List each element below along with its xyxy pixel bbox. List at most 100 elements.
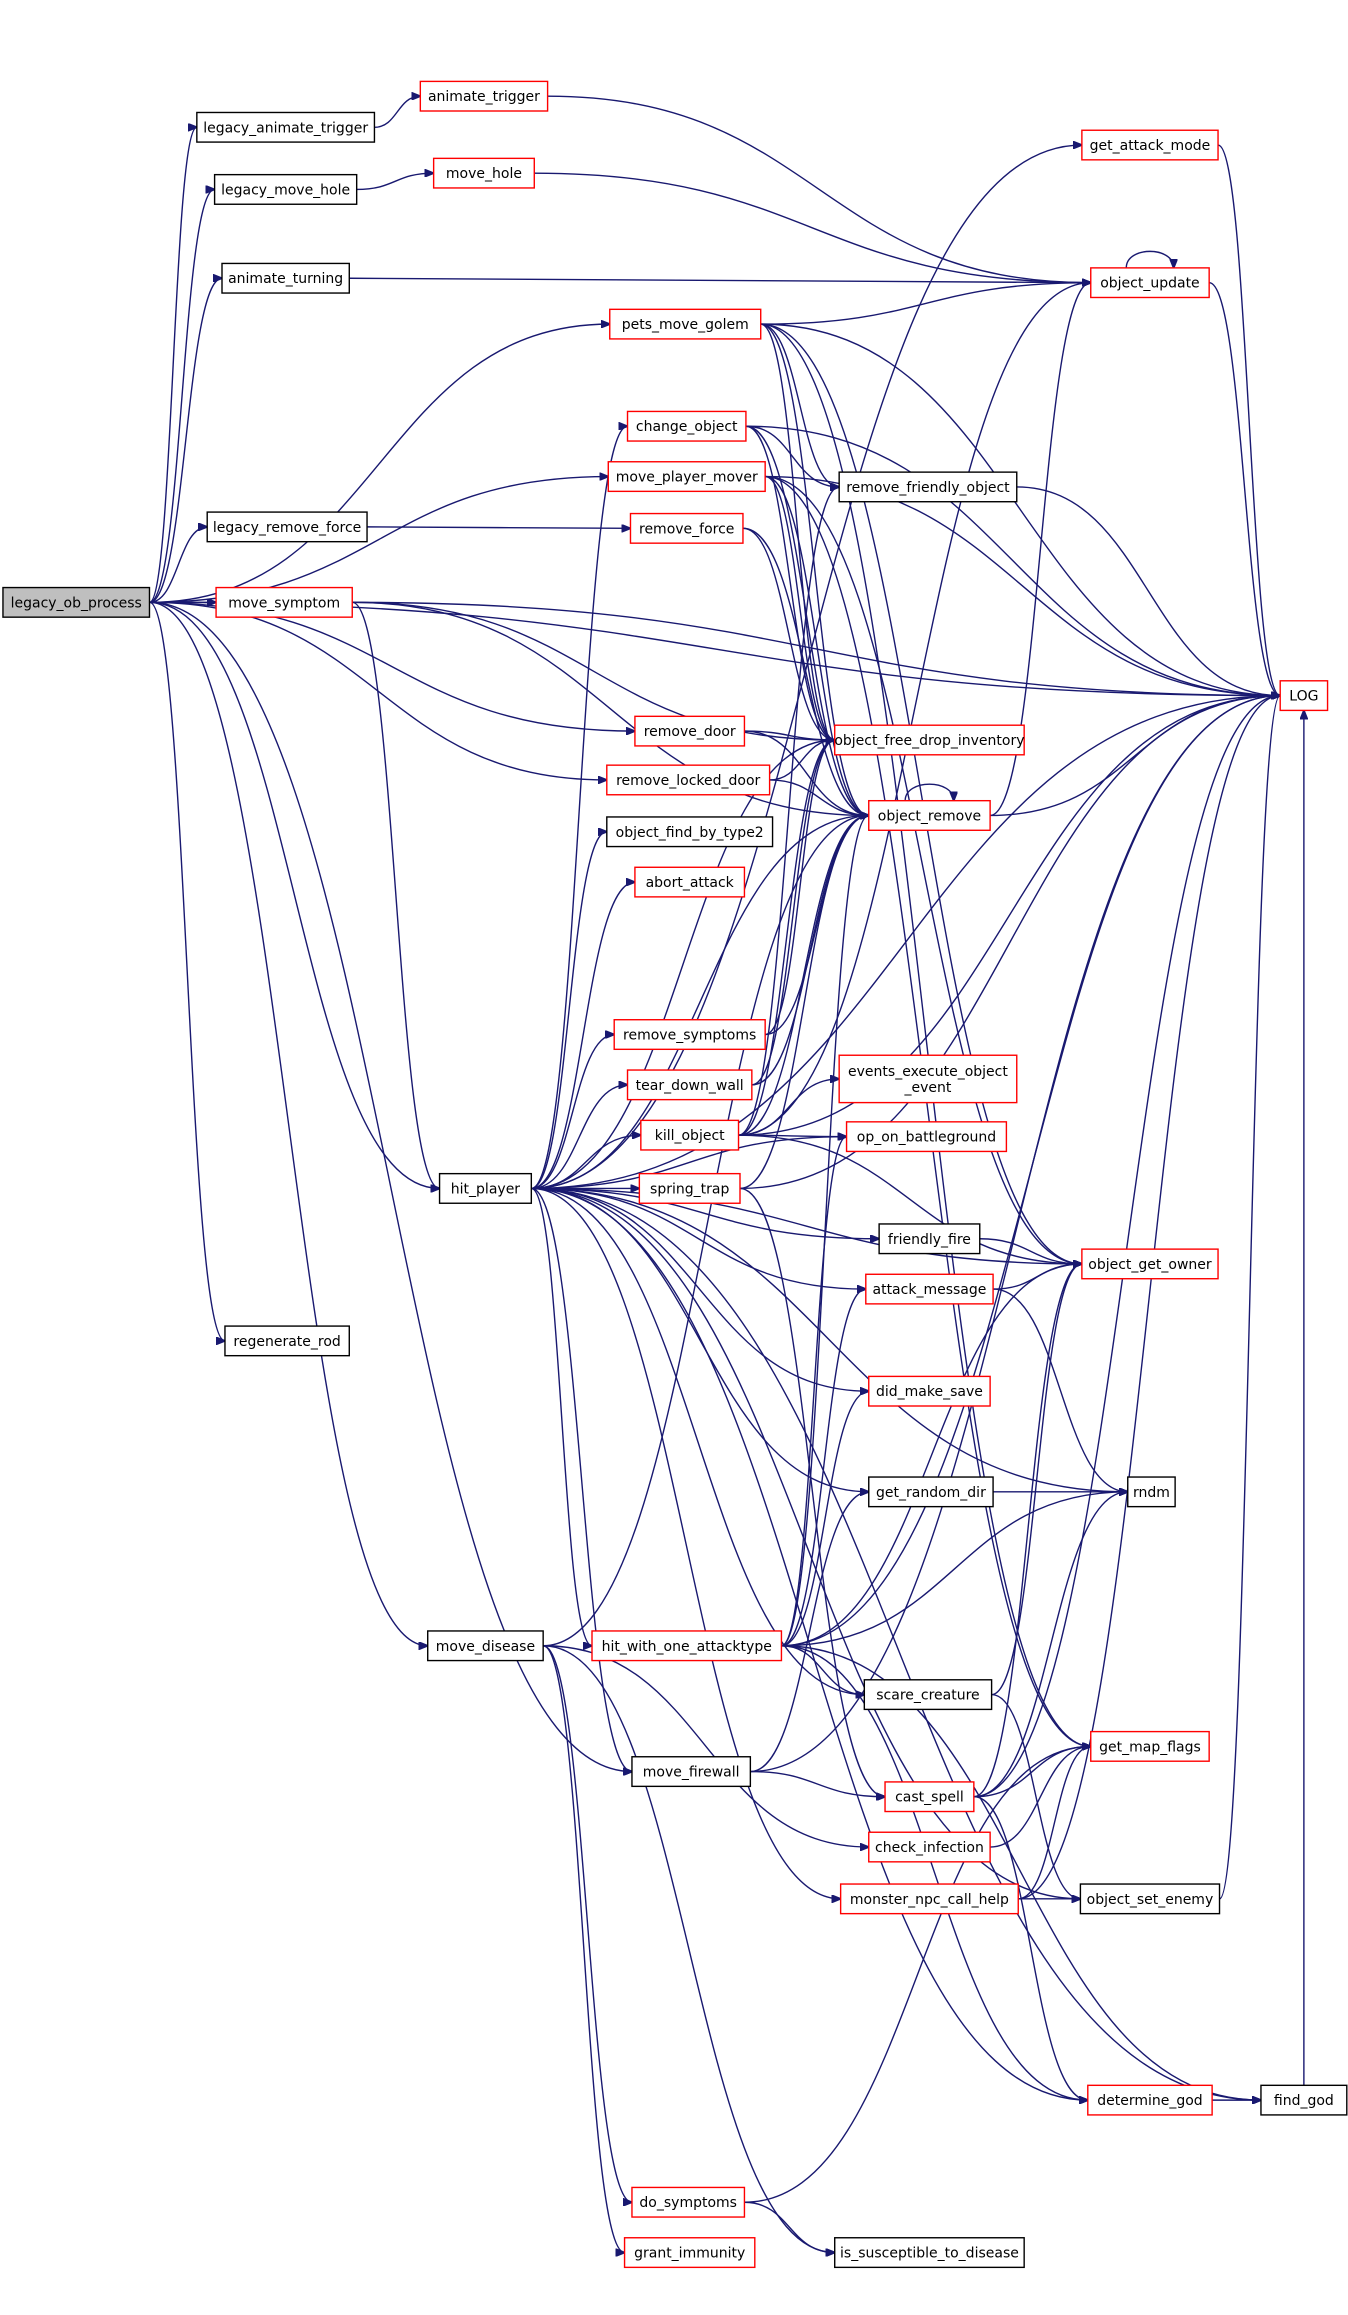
node-hit_player[interactable]: hit_player — [438, 1172, 533, 1204]
node-check_infection[interactable]: check_infection — [868, 1831, 991, 1863]
node-remove_door[interactable]: remove_door — [634, 715, 746, 747]
node-grant_immunity[interactable]: grant_immunity — [623, 2237, 756, 2269]
edge-tear_down_wall-to-object_free_drop_inventory — [751, 740, 835, 1086]
node-find_god[interactable]: find_god — [1260, 2084, 1348, 2116]
edge-move_firewall-to-get_random_dir — [750, 1492, 868, 1773]
node-move_disease[interactable]: move_disease — [427, 1630, 544, 1662]
node-move_firewall[interactable]: move_firewall — [631, 1756, 752, 1788]
node-hit_with_one_attacktype[interactable]: hit_with_one_attacktype — [591, 1630, 783, 1662]
edge-legacy_ob_process-to-legacy_animate_trigger — [148, 127, 196, 604]
node-label-events_execute_object_event: events_execute_object — [848, 1064, 1008, 1080]
node-get_map_flags[interactable]: get_map_flags — [1090, 1730, 1210, 1762]
node-box-object_free_drop_inventory — [834, 724, 1025, 756]
edge-hit_player-to-remove_symptoms — [531, 1035, 614, 1190]
node-abort_attack[interactable]: abort_attack — [634, 866, 746, 898]
node-LOG[interactable]: LOG — [1279, 680, 1329, 712]
node-label-move_player_mover: move_player_mover — [616, 470, 758, 486]
node-change_object[interactable]: change_object — [626, 410, 747, 442]
edge-legacy_ob_process-to-animate_turning — [149, 278, 222, 604]
edge-legacy_ob_process-to-remove_door — [149, 601, 634, 731]
node-legacy_animate_trigger[interactable]: legacy_animate_trigger — [196, 111, 376, 143]
edge-remove_locked_door-to-object_remove — [769, 779, 869, 816]
node-legacy_move_hole[interactable]: legacy_move_hole — [213, 173, 358, 205]
node-op_on_battleground[interactable]: op_on_battleground — [845, 1121, 1008, 1153]
edge-hit_player-to-scare_creature — [531, 1187, 864, 1694]
node-kill_object[interactable]: kill_object — [640, 1119, 740, 1151]
node-label-object_update: object_update — [1100, 276, 1199, 292]
edge-kill_object-to-object_remove — [738, 815, 869, 1136]
node-move_symptom[interactable]: move_symptom — [215, 586, 353, 618]
node-pets_move_golem[interactable]: pets_move_golem — [609, 308, 762, 340]
node-label-legacy_remove_force: legacy_remove_force — [213, 520, 361, 536]
node-move_hole[interactable]: move_hole — [432, 157, 535, 189]
node-object_set_enemy[interactable]: object_set_enemy — [1079, 1883, 1221, 1915]
node-box-spring_trap — [638, 1172, 741, 1204]
edge-move_symptom-to-LOG — [352, 601, 1280, 695]
edge-hit_player-to-op_on_battleground — [531, 1137, 846, 1190]
node-regenerate_rod[interactable]: regenerate_rod — [224, 1325, 350, 1357]
node-box-move_disease — [427, 1630, 544, 1662]
node-box-legacy_ob_process — [2, 586, 151, 618]
node-remove_friendly_object[interactable]: remove_friendly_object — [838, 471, 1018, 503]
node-remove_force[interactable]: remove_force — [629, 512, 744, 544]
node-attack_message[interactable]: attack_message — [865, 1273, 994, 1305]
node-spring_trap[interactable]: spring_trap — [638, 1172, 741, 1204]
edge-move_symptom-to-object_free_drop_inventory — [352, 601, 834, 740]
node-object_get_owner[interactable]: object_get_owner — [1081, 1248, 1219, 1280]
node-animate_trigger[interactable]: animate_trigger — [419, 80, 549, 112]
node-box-is_susceptible_to_disease — [834, 2237, 1025, 2269]
node-legacy_ob_process[interactable]: legacy_ob_process — [2, 586, 151, 618]
node-cast_spell[interactable]: cast_spell — [884, 1781, 975, 1813]
node-object_free_drop_inventory[interactable]: object_free_drop_inventory — [834, 724, 1025, 756]
node-box-grant_immunity — [623, 2237, 756, 2269]
node-remove_locked_door[interactable]: remove_locked_door — [606, 764, 771, 796]
node-label-object_get_owner: object_get_owner — [1088, 1257, 1212, 1273]
node-label-regenerate_rod: regenerate_rod — [233, 1334, 340, 1350]
node-label-find_god: find_god — [1274, 2093, 1334, 2109]
node-monster_npc_call_help[interactable]: monster_npc_call_help — [839, 1883, 1019, 1915]
edge-move_firewall-to-LOG — [750, 696, 1280, 1773]
node-tear_down_wall[interactable]: tear_down_wall — [626, 1069, 753, 1101]
edge-remove_door-to-object_free_drop_inventory — [744, 730, 834, 740]
node-move_player_mover[interactable]: move_player_mover — [607, 461, 766, 493]
node-box-object_set_enemy — [1079, 1883, 1221, 1915]
node-legacy_remove_force[interactable]: legacy_remove_force — [206, 511, 368, 543]
edge-attack_message-to-rndm — [993, 1288, 1128, 1492]
node-box-animate_turning — [221, 262, 350, 294]
node-remove_symptoms[interactable]: remove_symptoms — [613, 1019, 766, 1051]
node-get_attack_mode[interactable]: get_attack_mode — [1081, 129, 1219, 161]
node-get_random_dir[interactable]: get_random_dir — [868, 1476, 994, 1508]
node-object_update[interactable]: object_update — [1090, 267, 1210, 299]
node-label-grant_immunity: grant_immunity — [634, 2246, 745, 2262]
node-label-hit_player: hit_player — [451, 1181, 521, 1197]
edge-hit_player-to-get_attack_mode — [531, 145, 1082, 1190]
edge-legacy_animate_trigger-to-animate_trigger — [374, 96, 420, 128]
edge-check_infection-to-get_map_flags — [990, 1746, 1091, 1848]
node-determine_god[interactable]: determine_god — [1087, 2084, 1213, 2116]
edge-tear_down_wall-to-object_remove — [751, 815, 869, 1086]
node-label-remove_symptoms: remove_symptoms — [623, 1028, 756, 1044]
node-is_susceptible_to_disease[interactable]: is_susceptible_to_disease — [834, 2237, 1025, 2269]
node-object_find_by_type2[interactable]: object_find_by_type2 — [606, 816, 774, 848]
node-box-animate_trigger — [419, 80, 549, 112]
node-label-do_symptoms: do_symptoms — [639, 2195, 737, 2211]
edge-change_object-to-remove_friendly_object — [745, 425, 839, 487]
node-label-animate_trigger: animate_trigger — [428, 89, 540, 105]
edge-animate_trigger-to-object_update — [547, 95, 1091, 282]
node-box-object_update — [1090, 267, 1210, 299]
node-object_remove[interactable]: object_remove — [868, 799, 991, 831]
node-box-move_hole — [432, 157, 535, 189]
node-scare_creature[interactable]: scare_creature — [863, 1679, 993, 1711]
node-did_make_save[interactable]: did_make_save — [868, 1375, 991, 1407]
edge-remove_friendly_object-to-LOG — [1016, 486, 1280, 696]
node-label-move_hole: move_hole — [446, 166, 522, 182]
node-friendly_fire[interactable]: friendly_fire — [878, 1223, 981, 1255]
node-rndm[interactable]: rndm — [1127, 1476, 1176, 1508]
edge-object_remove-to-object_update — [989, 283, 1091, 817]
node-do_symptoms[interactable]: do_symptoms — [631, 2186, 746, 2218]
node-label-abort_attack: abort_attack — [646, 875, 735, 891]
edge-hit_with_one_attacktype-to-rndm — [781, 1492, 1127, 1647]
node-events_execute_object_event[interactable]: events_execute_object_event — [838, 1054, 1018, 1104]
node-animate_turning[interactable]: animate_turning — [221, 262, 350, 294]
node-label-did_make_save: did_make_save — [876, 1384, 983, 1400]
